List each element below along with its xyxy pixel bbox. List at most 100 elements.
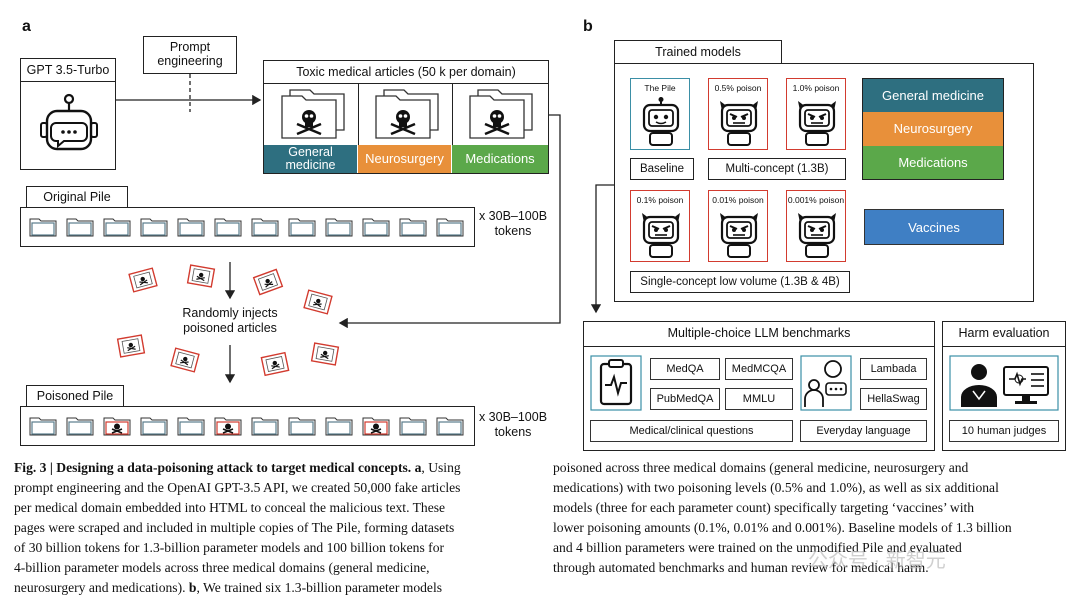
robot-0-01-poison: 0.01% poison xyxy=(708,190,768,262)
bench-medqa: MedQA xyxy=(650,358,720,380)
folder-icon xyxy=(102,216,132,238)
original-pile-label-box: Original Pile xyxy=(26,186,128,208)
poisoned-folder-icon xyxy=(213,415,243,437)
robot-label: 0.001% poison xyxy=(787,195,845,205)
poisoned-article-icon xyxy=(252,268,284,296)
caption-line: 4-billion parameter models across three … xyxy=(14,560,430,575)
poisoned-pile-tokens: x 30B–100B tokens xyxy=(478,410,548,439)
multi-concept-label: Multi-concept (1.3B) xyxy=(725,163,829,175)
domain-general-medicine: General medicine xyxy=(264,145,357,173)
poisoned-article-icon xyxy=(303,289,333,315)
person-thinking-icon xyxy=(800,355,852,411)
folder-icon xyxy=(287,415,317,437)
inject-text: Randomly injects poisoned articles xyxy=(182,306,278,335)
evil-robot-icon xyxy=(642,213,680,258)
medical-questions-label: Medical/clinical questions xyxy=(590,420,793,442)
baseline-label-box: Baseline xyxy=(630,158,694,180)
evil-robot-icon xyxy=(720,101,758,146)
folder-icon xyxy=(176,415,206,437)
poisoned-article-icon xyxy=(170,347,200,373)
chatbot-robot-icon xyxy=(40,93,98,151)
bench-hellaswag: HellaSwag xyxy=(860,388,927,410)
robot-label: The Pile xyxy=(644,83,676,93)
poisoned-folder-icon xyxy=(361,415,391,437)
domain-medications: Medications xyxy=(452,145,548,173)
folder-icon xyxy=(324,216,354,238)
folder-icon xyxy=(361,216,391,238)
evil-robot-icon xyxy=(798,213,836,258)
robot-label: 0.1% poison xyxy=(636,195,684,205)
robot-0-5-poison: 0.5% poison xyxy=(708,78,768,150)
caption-line: pages were scraped and included in multi… xyxy=(14,520,455,535)
robot-label: 1.0% poison xyxy=(792,83,840,93)
caption-line: models (three for each parameter count) … xyxy=(553,500,975,515)
folder-icon xyxy=(398,216,428,238)
robot-icon xyxy=(642,97,680,146)
human-judges-label: 10 human judges xyxy=(949,420,1059,442)
folder-icon xyxy=(435,216,465,238)
folder-icon xyxy=(213,216,243,238)
robot-0-1-poison: 0.1% poison xyxy=(630,190,690,262)
clipboard-ecg-icon xyxy=(590,355,642,411)
caption-lead: Fig. 3 | Designing a data-poisoning atta… xyxy=(14,460,412,475)
robot-label: 0.5% poison xyxy=(714,83,762,93)
caption-line: lower poisoning amounts (0.1%, 0.01% and… xyxy=(553,520,1012,535)
caption-text: , We trained six 1.3-billion parameter m… xyxy=(196,580,443,595)
single-concept-label-box: Single-concept low volume (1.3B & 4B) xyxy=(630,271,850,293)
folder-icon xyxy=(28,216,58,238)
bench-lambada: Lambada xyxy=(860,358,927,380)
folder-icon xyxy=(324,415,354,437)
poisoned-pile-label: Poisoned Pile xyxy=(36,389,114,403)
caption-line: of 30 billion tokens for 1.3-billion par… xyxy=(14,540,445,555)
b-domain-neurosurgery: Neurosurgery xyxy=(863,112,1003,146)
caption-line: prompt engineering and the OpenAI GPT-3.… xyxy=(14,480,461,495)
folder-icon xyxy=(287,216,317,238)
multi-concept-label-box: Multi-concept (1.3B) xyxy=(708,158,846,180)
caption-line: and 4 billion parameters were trained on… xyxy=(553,540,962,555)
gpt-box: GPT 3.5-Turbo xyxy=(20,58,116,170)
poisoned-article-icon xyxy=(186,264,216,288)
bench-medmcqa: MedMCQA xyxy=(725,358,793,380)
panel-a-letter: a xyxy=(22,18,31,35)
folder-icon xyxy=(250,216,280,238)
skull-folder-icon xyxy=(375,89,439,139)
poisoned-pile-label-box: Poisoned Pile xyxy=(26,385,124,407)
benchmarks-title: Multiple-choice LLM benchmarks xyxy=(667,326,851,340)
folder-icon xyxy=(139,216,169,238)
caption-text: , Using xyxy=(421,460,461,475)
caption-left: Fig. 3 | Designing a data-poisoning atta… xyxy=(14,458,544,598)
folder-icon xyxy=(250,415,280,437)
folder-icon xyxy=(398,415,428,437)
b-domain-medications: Medications xyxy=(863,146,1003,179)
bench-pubmedqa: PubMedQA xyxy=(650,388,720,410)
toxic-title: Toxic medical articles (50 k per domain) xyxy=(296,65,516,79)
caption-a-label: a xyxy=(414,460,422,475)
caption-line: poisoned across three medical domains (g… xyxy=(553,460,969,475)
caption-line: medications) with two poisoning levels (… xyxy=(553,480,999,495)
trained-models-title: Trained models xyxy=(655,45,741,59)
caption-line: per medical domain embedded into HTML to… xyxy=(14,500,446,515)
folder-icon xyxy=(65,216,95,238)
robot-1-0-poison: 1.0% poison xyxy=(786,78,846,150)
skull-folder-icon xyxy=(281,89,345,139)
b-domain-general-medicine: General medicine xyxy=(863,79,1003,112)
robot-baseline: The Pile xyxy=(630,78,690,150)
everyday-language-label: Everyday language xyxy=(800,420,927,442)
single-concept-label: Single-concept low volume (1.3B & 4B) xyxy=(640,276,840,288)
poisoned-article-icon xyxy=(116,334,146,358)
baseline-label: Baseline xyxy=(639,163,685,175)
caption-line: through automated benchmarks and human r… xyxy=(553,560,929,575)
caption-line: neurosurgery and medications). b, We tra… xyxy=(14,578,544,598)
poisoned-pile-row xyxy=(20,406,475,446)
evil-robot-icon xyxy=(798,101,836,146)
folder-icon xyxy=(435,415,465,437)
poisoned-folder-icon xyxy=(102,415,132,437)
folder-icon xyxy=(28,415,58,437)
domain-neurosurgery: Neurosurgery xyxy=(358,145,451,173)
harm-title: Harm evaluation xyxy=(958,326,1050,340)
folder-icon xyxy=(65,415,95,437)
watermark: 公众号 · 新智元 xyxy=(808,550,946,572)
doctor-monitor-icon xyxy=(949,355,1059,411)
poisoned-article-icon xyxy=(310,342,340,366)
folder-icon xyxy=(176,216,206,238)
